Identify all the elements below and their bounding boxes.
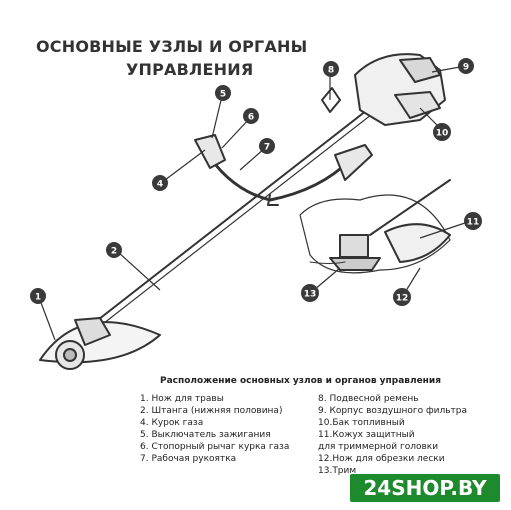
callout-4: 4 (152, 175, 168, 191)
svg-text:5: 5 (220, 90, 226, 100)
inset-spool (329, 257, 381, 271)
handlebar-clamp (267, 194, 279, 206)
legend-left: 1. Нож для травы 2. Штанга (нижняя полов… (140, 393, 289, 465)
inset-trimmer-head (339, 234, 369, 258)
inset-line (309, 261, 346, 264)
legend-item: 9. Корпус воздушного фильтра (318, 406, 468, 416)
callout-9: 9 (458, 58, 474, 74)
title-line-1: ОСНОВНЫЕ УЗЛЫ И ОРГАНЫ (36, 37, 308, 56)
legend-item: 8. Подвесной ремень (318, 394, 419, 404)
svg-text:13: 13 (304, 290, 317, 300)
legend-item: 6. Стопорный рычаг курка газа (140, 442, 290, 452)
legend-right: 8. Подвесной ремень 9. Корпус воздушного… (318, 393, 467, 477)
legend-item: для триммерной головки (318, 442, 439, 452)
legend-item: 13.Трим (318, 466, 357, 476)
inset-guard (384, 223, 451, 263)
handlebar (203, 148, 352, 202)
callout-10: 10 (433, 123, 451, 141)
gear-housing (74, 317, 111, 346)
callout-2: 2 (106, 242, 122, 258)
svg-text:4: 4 (157, 180, 163, 190)
leader-9 (431, 66, 461, 73)
left-grip (194, 134, 226, 169)
shaft-line-inner (89, 103, 386, 335)
leader-2 (117, 251, 161, 291)
watermark-badge: 24SHOP.BY (350, 474, 500, 502)
callout-11: 11 (464, 212, 482, 230)
legend-item: 1. Нож для травы (140, 394, 224, 404)
leader-4 (164, 149, 206, 181)
inset-outline (299, 194, 451, 274)
callout-1: 1 (30, 288, 46, 304)
trimmer-illustration: 1 2 4 5 6 7 8 9 10 11 12 13 (30, 53, 482, 370)
leader-10 (419, 107, 441, 129)
callout-7: 7 (259, 138, 275, 154)
svg-text:11: 11 (467, 218, 480, 228)
legend-item: 5. Выключатель зажигания (140, 430, 271, 440)
fuel-tank (394, 91, 441, 119)
leader-7 (239, 147, 266, 171)
svg-text:10: 10 (436, 129, 449, 139)
legend-item: 7. Рабочая рукоятка (140, 454, 237, 464)
legend-item: 10.Бак топливный (318, 418, 405, 428)
strap-hook (321, 87, 341, 113)
shaft-line (84, 99, 381, 331)
leader-1 (39, 299, 56, 341)
callout-12: 12 (393, 288, 411, 306)
svg-text:9: 9 (463, 63, 469, 73)
operating-handle (334, 144, 373, 181)
callouts: 1 2 4 5 6 7 8 9 10 11 12 13 (30, 58, 482, 306)
callout-13: 13 (301, 284, 319, 302)
callout-8: 8 (323, 61, 339, 77)
leader-5 (211, 95, 223, 139)
leader-11 (419, 221, 469, 239)
callout-6: 6 (243, 108, 259, 124)
leader-6 (221, 117, 251, 149)
legend-item: 2. Штанга (нижняя половина) (140, 406, 283, 416)
leader-13 (313, 267, 341, 291)
legend-item: 12.Нож для обрезки лески (318, 454, 445, 464)
legend-title: Расположение основных узлов и органов уп… (160, 376, 441, 386)
legend-item: 11.Кожух защитный (318, 430, 415, 440)
title-line-2: УПРАВЛЕНИЯ (126, 60, 254, 79)
inset-shaft (369, 179, 451, 236)
svg-text:8: 8 (328, 66, 334, 76)
gear-hub (63, 348, 77, 362)
legend-item: 4. Курок газа (140, 418, 204, 428)
air-filter-cover (399, 57, 441, 83)
svg-text:1: 1 (35, 293, 41, 303)
svg-text:6: 6 (248, 113, 254, 123)
svg-text:2: 2 (111, 247, 117, 257)
svg-text:7: 7 (264, 143, 270, 153)
callout-5: 5 (215, 85, 231, 101)
svg-text:12: 12 (396, 294, 409, 304)
